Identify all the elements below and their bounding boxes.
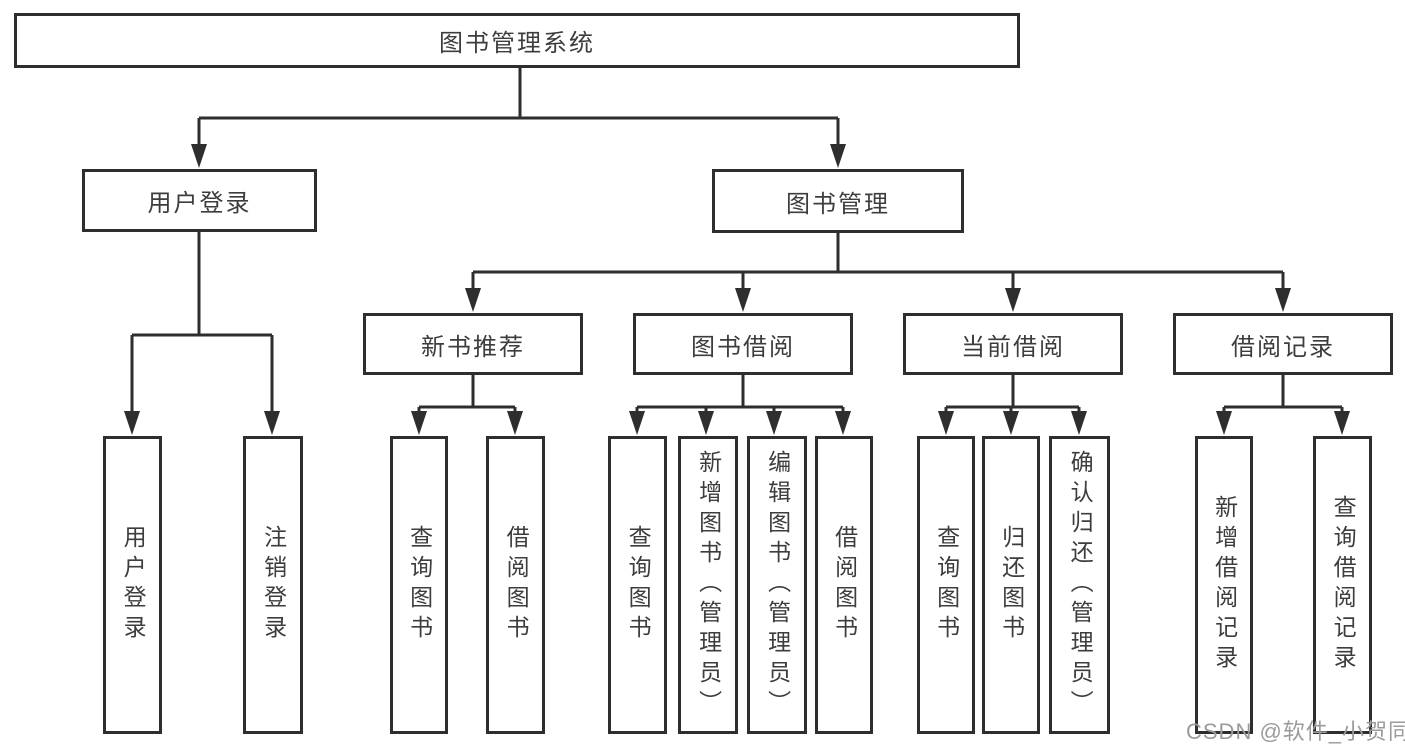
leaf-label: 确认归还（管理员）: [1067, 450, 1094, 720]
leaf-label: 新增图书（管理员）: [695, 450, 722, 720]
node-root-system: 图书管理系统: [14, 13, 1020, 68]
node-borrowing-records: 借阅记录: [1173, 313, 1393, 375]
leaf-add-borrow-record: 新增借阅记录: [1195, 436, 1253, 734]
leaf-return-books: 归还图书: [982, 436, 1040, 734]
leaf-query-borrow-record: 查询借阅记录: [1313, 436, 1372, 734]
leaf-label: 借阅图书: [831, 525, 858, 645]
node-user-login: 用户登录: [82, 169, 317, 232]
leaf-label: 注销登录: [260, 525, 287, 645]
leaf-user-login: 用户登录: [103, 436, 162, 734]
leaf-label: 查询图书: [933, 525, 960, 645]
leaf-label: 用户登录: [120, 525, 147, 645]
leaf-logout: 注销登录: [243, 436, 303, 734]
leaf-edit-books-admin: 编辑图书（管理员）: [747, 436, 807, 734]
node-book-borrowing: 图书借阅: [633, 313, 853, 375]
node-book-management: 图书管理: [712, 169, 964, 233]
leaf-borrow-books: 借阅图书: [815, 436, 873, 734]
leaf-borrow-books: 借阅图书: [486, 436, 545, 734]
leaf-query-books: 查询图书: [608, 436, 667, 734]
leaf-query-books: 查询图书: [917, 436, 975, 734]
leaf-label: 新增借阅记录: [1211, 495, 1238, 675]
leaf-confirm-return-admin: 确认归还（管理员）: [1049, 436, 1110, 734]
leaf-label: 查询图书: [406, 525, 433, 645]
leaf-label: 查询借阅记录: [1330, 495, 1357, 675]
leaf-label: 借阅图书: [503, 525, 530, 645]
leaf-add-books-admin: 新增图书（管理员）: [678, 436, 738, 734]
leaf-label: 查询图书: [625, 525, 652, 645]
node-new-book-recommend: 新书推荐: [363, 313, 583, 375]
leaf-label: 编辑图书（管理员）: [764, 450, 791, 720]
leaf-label: 归还图书: [998, 525, 1025, 645]
leaf-query-books: 查询图书: [390, 436, 448, 734]
watermark: CSDN @软件_小贺同学: [1186, 719, 1405, 744]
node-current-borrowing: 当前借阅: [903, 313, 1123, 375]
